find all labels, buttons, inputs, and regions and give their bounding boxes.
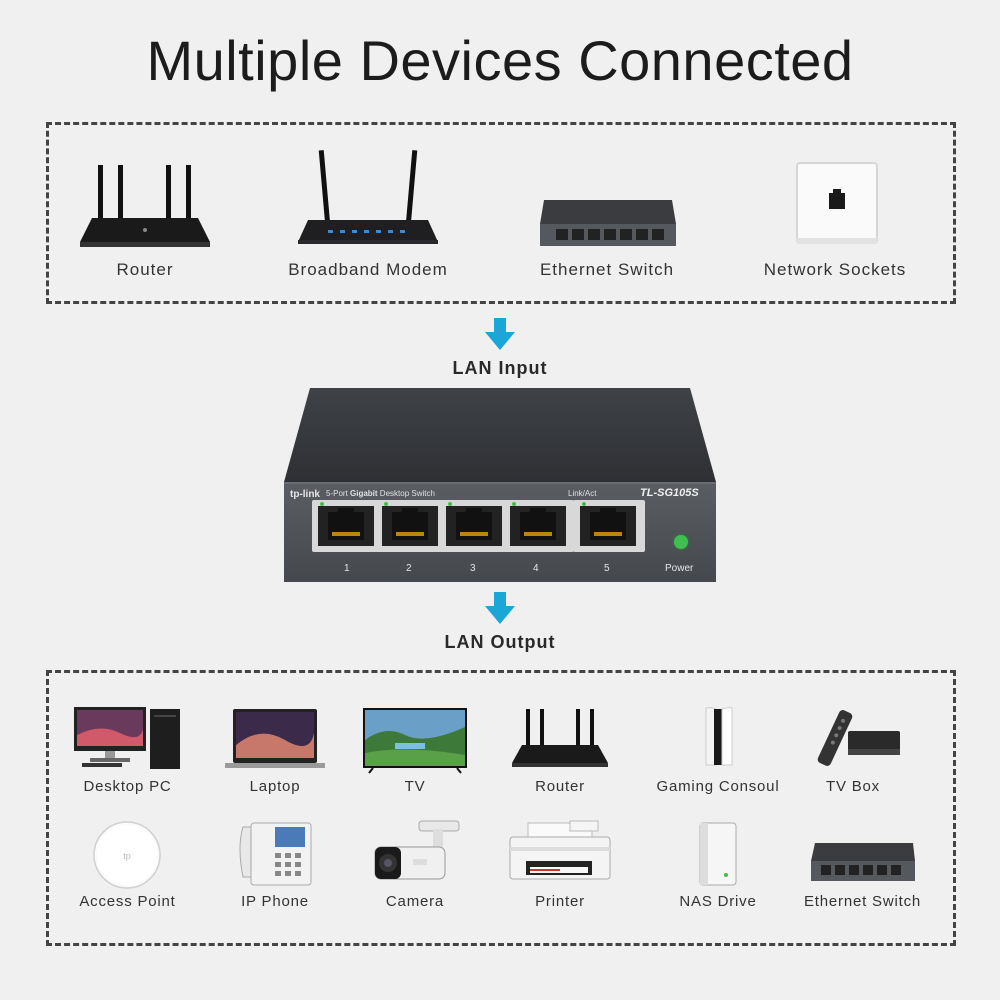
input-device-label: Broadband Modem [288, 260, 448, 279]
output-device-camera: Camera [355, 815, 475, 915]
laptop-icon [225, 709, 325, 768]
switch-model: TL-SG105S [640, 487, 699, 499]
camera-icon [374, 820, 460, 880]
lan-input-label: LAN Input [452, 358, 548, 378]
output-device-tv-box: TV Box [798, 700, 908, 800]
output-device-label: NAS Drive [679, 893, 757, 910]
ethernet-switch-icon [540, 200, 676, 246]
output-device-label: Ethernet Switch [803, 893, 922, 910]
output-device-label: TV [404, 778, 426, 795]
port-number-5: 5 [604, 563, 610, 574]
input-device-label: Router [116, 260, 174, 279]
switch-link-act-label: Link/Act [568, 489, 597, 498]
ethernet-ports [318, 502, 636, 546]
router-icon [512, 709, 608, 767]
output-device-label: Access Point [79, 893, 176, 910]
output-device-label: Gaming Consoul [656, 778, 780, 795]
output-device-nas-drive: NAS Drive [660, 815, 776, 915]
tv-icon [363, 708, 467, 774]
page-title: Multiple Devices Connected [146, 29, 854, 92]
input-devices-group [46, 122, 956, 304]
output-device-ip-phone: IP Phone [215, 815, 335, 915]
port-number-1: 1 [344, 563, 350, 574]
down-arrow-icon [485, 592, 515, 624]
switch-description-bold: Gigabit [350, 489, 378, 498]
switch-description: 5-Port Gigabit Desktop Switch [326, 489, 435, 498]
nas-drive-icon [699, 822, 737, 886]
router-icon [80, 165, 210, 247]
input-device-network-socket: Network Sockets [745, 150, 925, 290]
output-device-label: TV Box [826, 778, 880, 795]
input-device-ethernet-switch: Ethernet Switch [522, 150, 692, 290]
power-label: Power [665, 563, 694, 574]
output-device-gaming-console: Gaming Consoul [650, 700, 786, 800]
access-point-icon: tp [93, 821, 161, 889]
gaming-console-icon [705, 707, 733, 766]
output-device-label: IP Phone [241, 893, 309, 910]
output-device-label: Printer [535, 893, 585, 910]
desktop-pc-icon [74, 707, 180, 769]
ethernet-switch-icon [811, 843, 915, 881]
down-arrow-icon [485, 318, 515, 350]
switch-brand: tp-link [290, 489, 320, 500]
input-device-label: Ethernet Switch [539, 260, 675, 279]
output-device-access-point: tp Access Point [65, 815, 190, 915]
output-device-label: Camera [385, 893, 445, 910]
printer-icon [509, 820, 611, 880]
svg-text:tp: tp [123, 851, 131, 861]
power-led-icon [674, 535, 688, 549]
lan-output-label: LAN Output [444, 632, 556, 652]
modem-icon [298, 150, 438, 244]
port-number-3: 3 [470, 563, 476, 574]
input-device-modem: Broadband Modem [268, 150, 468, 290]
output-device-printer: Printer [500, 815, 620, 915]
port-number-4: 4 [533, 563, 539, 574]
output-device-label: Laptop [249, 778, 301, 795]
output-device-label: Router [535, 778, 585, 795]
output-devices-group [46, 670, 956, 946]
switch-description-suffix: Desktop Switch [377, 489, 435, 498]
output-device-laptop: Laptop [215, 700, 335, 800]
tp-link-switch [284, 388, 716, 582]
output-device-tv: TV [355, 700, 475, 800]
output-device-label: Desktop PC [83, 778, 172, 795]
network-socket-icon [796, 162, 878, 244]
switch-description-prefix: 5-Port [326, 489, 351, 498]
input-device-router: Router [70, 150, 220, 290]
ip-phone-icon [239, 822, 312, 886]
input-device-label: Network Sockets [763, 260, 907, 279]
output-device-desktop-pc: Desktop PC [60, 700, 195, 800]
tv-box-icon [817, 710, 900, 766]
output-device-ethernet-switch: Ethernet Switch [795, 815, 930, 915]
output-device-router: Router [500, 700, 620, 800]
port-number-2: 2 [406, 563, 412, 574]
